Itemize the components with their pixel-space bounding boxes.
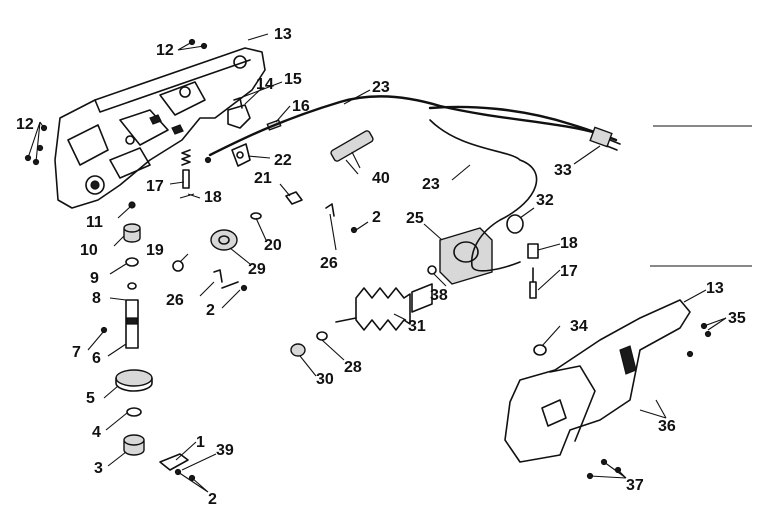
callout-12-top: 12 xyxy=(156,42,174,59)
callout-31: 31 xyxy=(408,318,426,335)
callout-6: 6 xyxy=(92,350,101,367)
callout-8: 8 xyxy=(92,290,101,307)
callout-38: 38 xyxy=(430,287,448,304)
callout-11: 11 xyxy=(86,214,103,231)
callout-33: 33 xyxy=(554,162,572,179)
callout-40: 40 xyxy=(372,170,390,187)
callout-7: 7 xyxy=(72,344,81,361)
callout-36: 36 xyxy=(658,418,676,435)
callout-5: 5 xyxy=(86,390,95,407)
brush-spring-left xyxy=(179,149,195,199)
callout-25: 25 xyxy=(406,210,424,227)
callout-14: 14 xyxy=(256,76,274,93)
callout-18-right: 18 xyxy=(560,235,578,252)
callout-23-mid: 23 xyxy=(422,176,440,193)
callout-labels: 12 13 12 14 15 16 23 22 17 18 21 40 23 3… xyxy=(16,26,746,508)
callout-26-left: 26 xyxy=(166,292,184,309)
gear-group xyxy=(172,191,358,292)
callout-37: 37 xyxy=(626,477,644,494)
callout-12-left: 12 xyxy=(16,116,34,133)
callout-13-top: 13 xyxy=(274,26,292,43)
power-cord xyxy=(208,95,621,272)
callout-3: 3 xyxy=(94,460,103,477)
callout-29: 29 xyxy=(248,261,266,278)
callout-26-mid: 26 xyxy=(320,255,338,272)
callout-17-left: 17 xyxy=(146,178,164,195)
callout-9: 9 xyxy=(90,270,99,287)
callout-23-top: 23 xyxy=(372,79,390,96)
callout-17-right: 17 xyxy=(560,263,578,280)
callout-35: 35 xyxy=(728,310,746,327)
callout-30: 30 xyxy=(316,371,334,388)
callout-2-bottom: 2 xyxy=(208,491,217,508)
callout-10: 10 xyxy=(80,242,98,259)
callout-1: 1 xyxy=(196,434,205,451)
callout-18-left: 18 xyxy=(204,189,222,206)
callout-20: 20 xyxy=(264,237,282,254)
callout-15: 15 xyxy=(284,71,302,88)
left-housing xyxy=(54,47,266,209)
right-housing xyxy=(504,299,712,480)
callout-39: 39 xyxy=(216,442,234,459)
callout-21: 21 xyxy=(254,170,272,187)
callout-2-mid: 2 xyxy=(372,209,381,226)
callout-34: 34 xyxy=(570,318,588,335)
housing-screws xyxy=(24,38,208,166)
callout-2-left: 2 xyxy=(206,302,215,319)
spindle-stack xyxy=(100,201,196,482)
callout-13-right: 13 xyxy=(706,280,724,297)
callout-19: 19 xyxy=(146,242,164,259)
callout-4: 4 xyxy=(92,424,101,441)
callout-32: 32 xyxy=(536,192,554,209)
callout-22: 22 xyxy=(274,152,292,169)
leader-lines xyxy=(27,33,727,493)
switch-assembly xyxy=(204,97,282,167)
callout-16: 16 xyxy=(292,98,310,115)
horizontal-rules xyxy=(650,125,752,267)
callout-28: 28 xyxy=(344,359,362,376)
